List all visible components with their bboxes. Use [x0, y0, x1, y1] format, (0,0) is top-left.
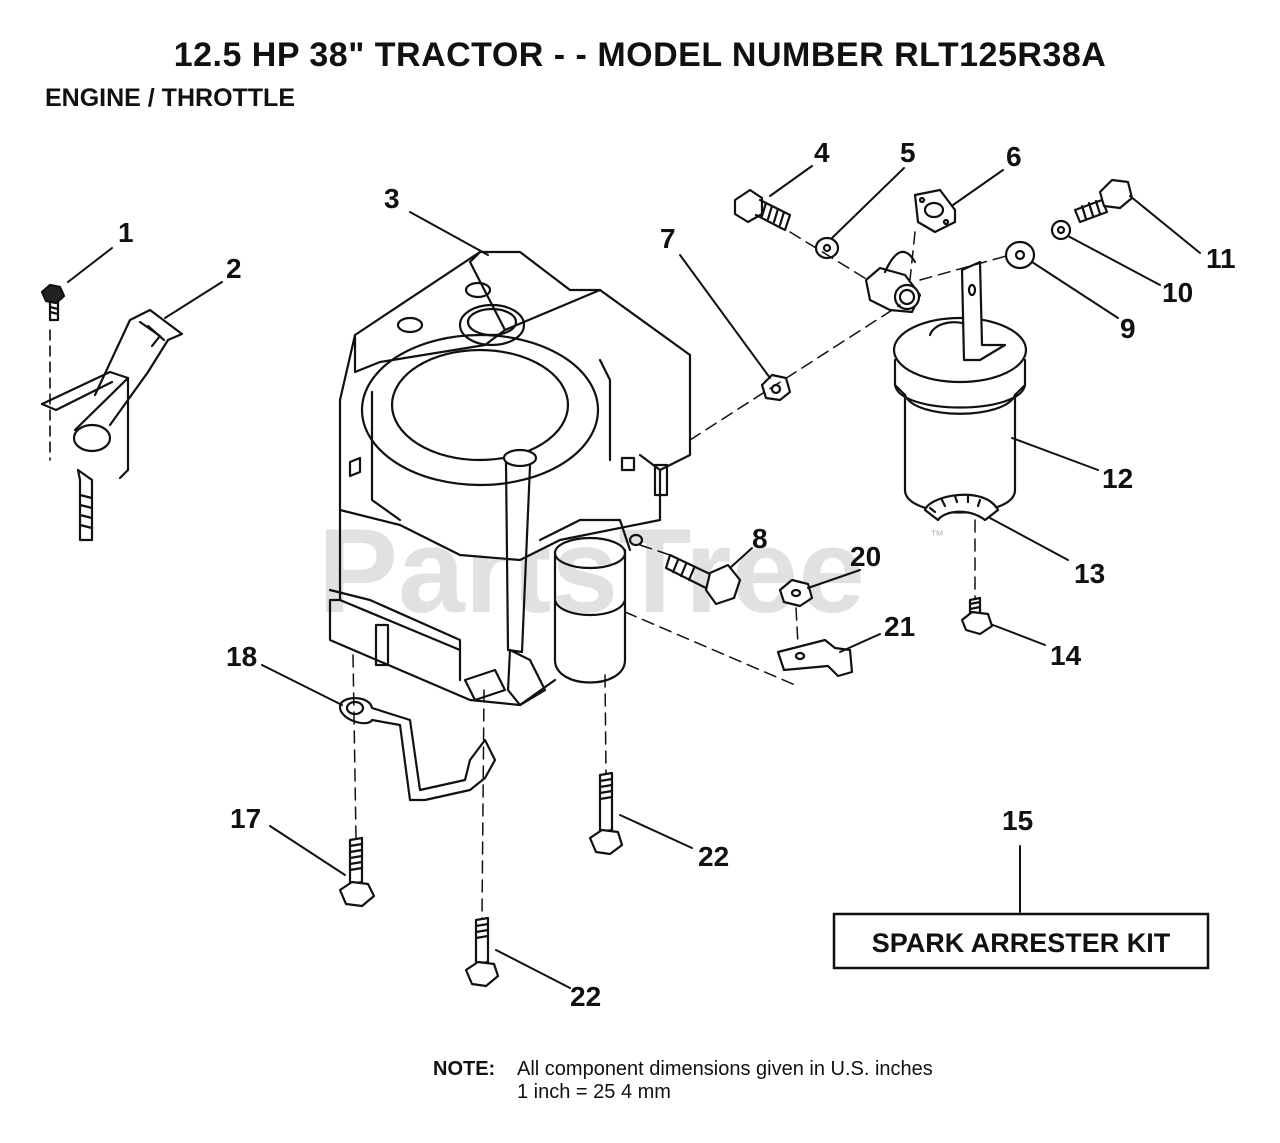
watermark-tm: ™ [930, 527, 944, 543]
callout-18: 18 [226, 641, 257, 672]
part-14-screw [960, 596, 994, 636]
callout-12: 12 [1102, 463, 1133, 494]
callout-7: 7 [660, 223, 676, 254]
callout-10: 10 [1162, 277, 1193, 308]
spark-arrester-kit-box: SPARK ARRESTER KIT [832, 912, 1210, 970]
alignment-lines [352, 231, 1011, 919]
callout-numbers: 1 2 3 4 5 6 7 8 9 10 11 12 13 14 15 17 1… [118, 137, 1236, 1012]
callout-4: 4 [814, 137, 830, 168]
callout-3: 3 [384, 183, 400, 214]
part-17-bolt [338, 836, 376, 908]
part-22-bolt-a [588, 771, 624, 856]
callout-6: 6 [1006, 141, 1022, 172]
part-1-bolt [40, 283, 66, 322]
part-18-governor-rod [338, 697, 497, 802]
callout-5: 5 [900, 137, 916, 168]
note-line-1: All component dimensions given in U.S. i… [517, 1058, 933, 1080]
exhaust-elbow [864, 250, 922, 314]
callout-17: 17 [230, 803, 261, 834]
part-20-nut [778, 578, 814, 608]
part-8-bolt [664, 553, 742, 606]
callout-13: 13 [1074, 558, 1105, 589]
callout-1: 1 [118, 217, 134, 248]
part-3-engine [328, 250, 692, 707]
part-11-bolt [1073, 178, 1134, 224]
callout-8: 8 [752, 523, 768, 554]
part-4-bolt [733, 188, 792, 232]
callout-11: 11 [1206, 243, 1236, 274]
part-9-washer [1004, 240, 1036, 270]
part-12-muffler [892, 260, 1028, 514]
part-2-throttle-control [40, 308, 184, 542]
part-13-screen [923, 493, 1000, 522]
page-title: 12.5 HP 38" TRACTOR - - MODEL NUMBER RLT… [173, 36, 1107, 74]
note-block: NOTE: All component dimensions given in U… [433, 1058, 933, 1104]
note-label: NOTE: [433, 1058, 496, 1080]
note-line-2: 1 inch = 25 4 mm [517, 1081, 671, 1103]
callout-15: 15 [1002, 805, 1033, 836]
part-7-nut [760, 373, 792, 402]
callout-20: 20 [850, 541, 881, 572]
leader-lines [67, 165, 1201, 989]
part-22-bolt-b [464, 916, 500, 988]
part-10-lock-washer [1050, 219, 1072, 241]
callout-9: 9 [1120, 313, 1136, 344]
callout-14: 14 [1050, 640, 1082, 671]
callout-21: 21 [884, 611, 915, 642]
part-6-gasket [913, 188, 957, 234]
kit-label: SPARK ARRESTER KIT [872, 928, 1171, 958]
section-subtitle: ENGINE / THROTTLE [45, 84, 295, 112]
part-21-bracket [776, 638, 854, 678]
callout-2: 2 [226, 253, 242, 284]
callout-22-b: 22 [570, 981, 601, 1012]
callout-22-a: 22 [698, 841, 729, 872]
